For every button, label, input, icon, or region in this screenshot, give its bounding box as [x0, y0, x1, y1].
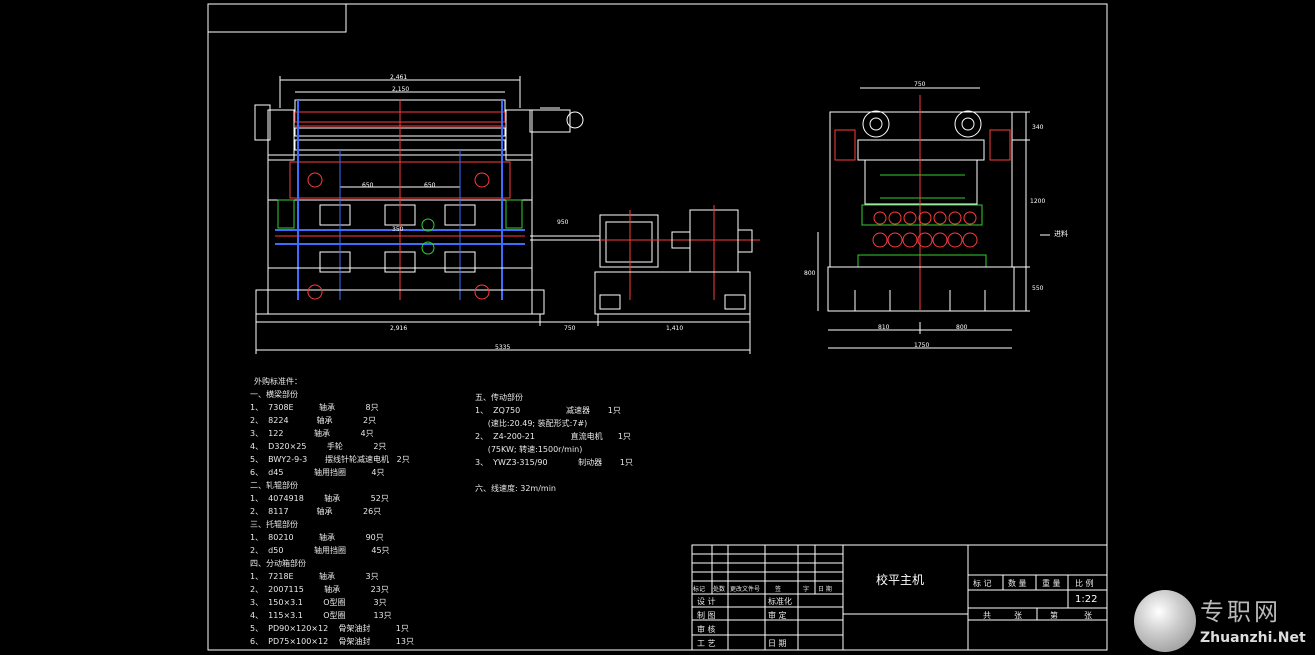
dim-side-top: 750: [914, 81, 926, 88]
watermark-ball-icon: [1134, 590, 1196, 652]
title-block: [691, 544, 1108, 651]
note-line: 四、分动箱部份: [250, 559, 306, 568]
note-line: 6、 PD75×100×12 骨架油封 13只: [250, 637, 414, 646]
tb-row-label: 标记: [693, 586, 706, 593]
tb-right-header: 比 例: [1075, 579, 1094, 588]
tb-right-header: 数 量: [1008, 579, 1027, 588]
tb-bottom-label: 张: [1084, 611, 1092, 620]
tb-right-header: 标 记: [973, 579, 992, 588]
watermark-en: Zhuanzhi.Net: [1200, 630, 1306, 646]
note-line: (速比:20.49; 装配形式:7#): [475, 419, 588, 428]
tb-bottom-label: 第: [1050, 611, 1058, 620]
note-line: 4、 D320×25 手轮 2只: [250, 442, 387, 451]
note-line: (75KW; 转速:1500r/min): [475, 445, 583, 454]
dim-center: 350: [392, 226, 404, 233]
side-view: [817, 87, 1050, 349]
dim-mid-right: 650: [424, 182, 436, 189]
tb-bottom-label: 张: [1014, 611, 1022, 620]
note-line: 外购标准件：: [254, 377, 302, 386]
note-line: 1、 ZQ750 减速器 1只: [475, 406, 621, 415]
tb-left-label: 设 计: [697, 597, 716, 606]
dim-bottom-right: 1,410: [666, 325, 684, 332]
dim-top-outer: 2,461: [390, 74, 408, 81]
note-line: 1、 4074918 轴承 52只: [250, 494, 389, 503]
note-line: 三、托辊部份: [250, 520, 298, 529]
drawing-scale: 1:22: [1075, 594, 1098, 605]
note-line: 2、 Z4-200-21 直流电机 1只: [475, 432, 631, 441]
note-line: 5、 PD90×120×12 骨架油封 1只: [250, 624, 409, 633]
drawing-title: 校平主机: [876, 573, 925, 587]
tb-right-header: 重 量: [1042, 579, 1061, 588]
dim-overall: 5335: [495, 344, 511, 351]
dim-mid-left: 650: [362, 182, 374, 189]
feed-label: 进料: [1054, 230, 1068, 238]
note-line: 3、 122 轴承 4只: [250, 429, 374, 438]
notes-left: 外购标准件： 一、横梁部份 1、 7308E 轴承 8只 2、 8224 轴承 …: [250, 376, 414, 646]
tb-left-label: 制 图: [697, 611, 716, 620]
dim-side-right-top: 340: [1032, 124, 1044, 131]
tb-row-label: 处数: [713, 586, 726, 593]
note-line: 一、横梁部份: [250, 390, 298, 399]
note-line: 二、轧辊部份: [250, 481, 298, 490]
note-line: 1、 7218E 轴承 3只: [250, 572, 379, 581]
note-line: 4、 115×3.1 O型圈 13只: [250, 611, 392, 620]
note-line: 六、线速度: 32m/min: [475, 484, 556, 493]
front-view: [254, 76, 760, 354]
tb-row-label: 字: [803, 586, 810, 593]
watermark: 专职网 Zhuanzhi.Net: [1132, 588, 1315, 655]
note-line: 6、 d45 轴用挡圈 4只: [250, 468, 385, 477]
dim-side-right-mid: 1200: [1030, 198, 1046, 205]
tb-mid-label: 审 定: [768, 611, 787, 620]
note-line: 五、传动部份: [475, 393, 523, 402]
note-line: 2、 d50 轴用挡圈 45只: [250, 546, 390, 555]
notes-right: 五、传动部份 1、 ZQ750 减速器 1只 (速比:20.49; 装配形式:7…: [475, 392, 633, 500]
dim-side-bot-right: 800: [956, 324, 968, 331]
note-line: 2、 8224 轴承 2只: [250, 416, 377, 425]
note-line: 2、 8117 轴承 26只: [250, 507, 382, 516]
dim-side-overall: 1750: [914, 342, 930, 349]
tb-row-label: 更改文件号: [730, 586, 761, 593]
note-line: 3、 150×3.1 O型圈 3只: [250, 598, 387, 607]
dim-shaft: 950: [557, 219, 569, 226]
dim-bottom-mid: 750: [564, 325, 576, 332]
dim-side-right-bot: 550: [1032, 285, 1044, 292]
tb-mid-label: 日 期: [768, 639, 787, 648]
tb-bottom-label: 共: [983, 611, 991, 620]
note-line: 2、 2007115 轴承 23只: [250, 585, 389, 594]
note-line: 3、 YWZ3-315/90 制动器 1只: [475, 458, 633, 467]
dim-side-left: 800: [804, 270, 816, 277]
tb-left-label: 工 艺: [697, 639, 716, 648]
note-line: 1、 7308E 轴承 8只: [250, 403, 379, 412]
tb-mid-label: 标准化: [768, 597, 792, 606]
tb-left-label: 审 核: [697, 625, 716, 634]
dim-bottom-left: 2,916: [390, 325, 408, 332]
dim-side-bot-left: 810: [878, 324, 890, 331]
tb-row-label: 日 期: [818, 586, 832, 593]
note-line: 5、 BWY2-9-3 摆线针轮减速电机 2只: [250, 455, 410, 464]
watermark-cn: 专职网: [1200, 598, 1281, 626]
note-line: 1、 80210 轴承 90只: [250, 533, 384, 542]
dim-top-inner: 2,150: [392, 86, 410, 93]
tb-row-label: 签: [775, 586, 782, 593]
